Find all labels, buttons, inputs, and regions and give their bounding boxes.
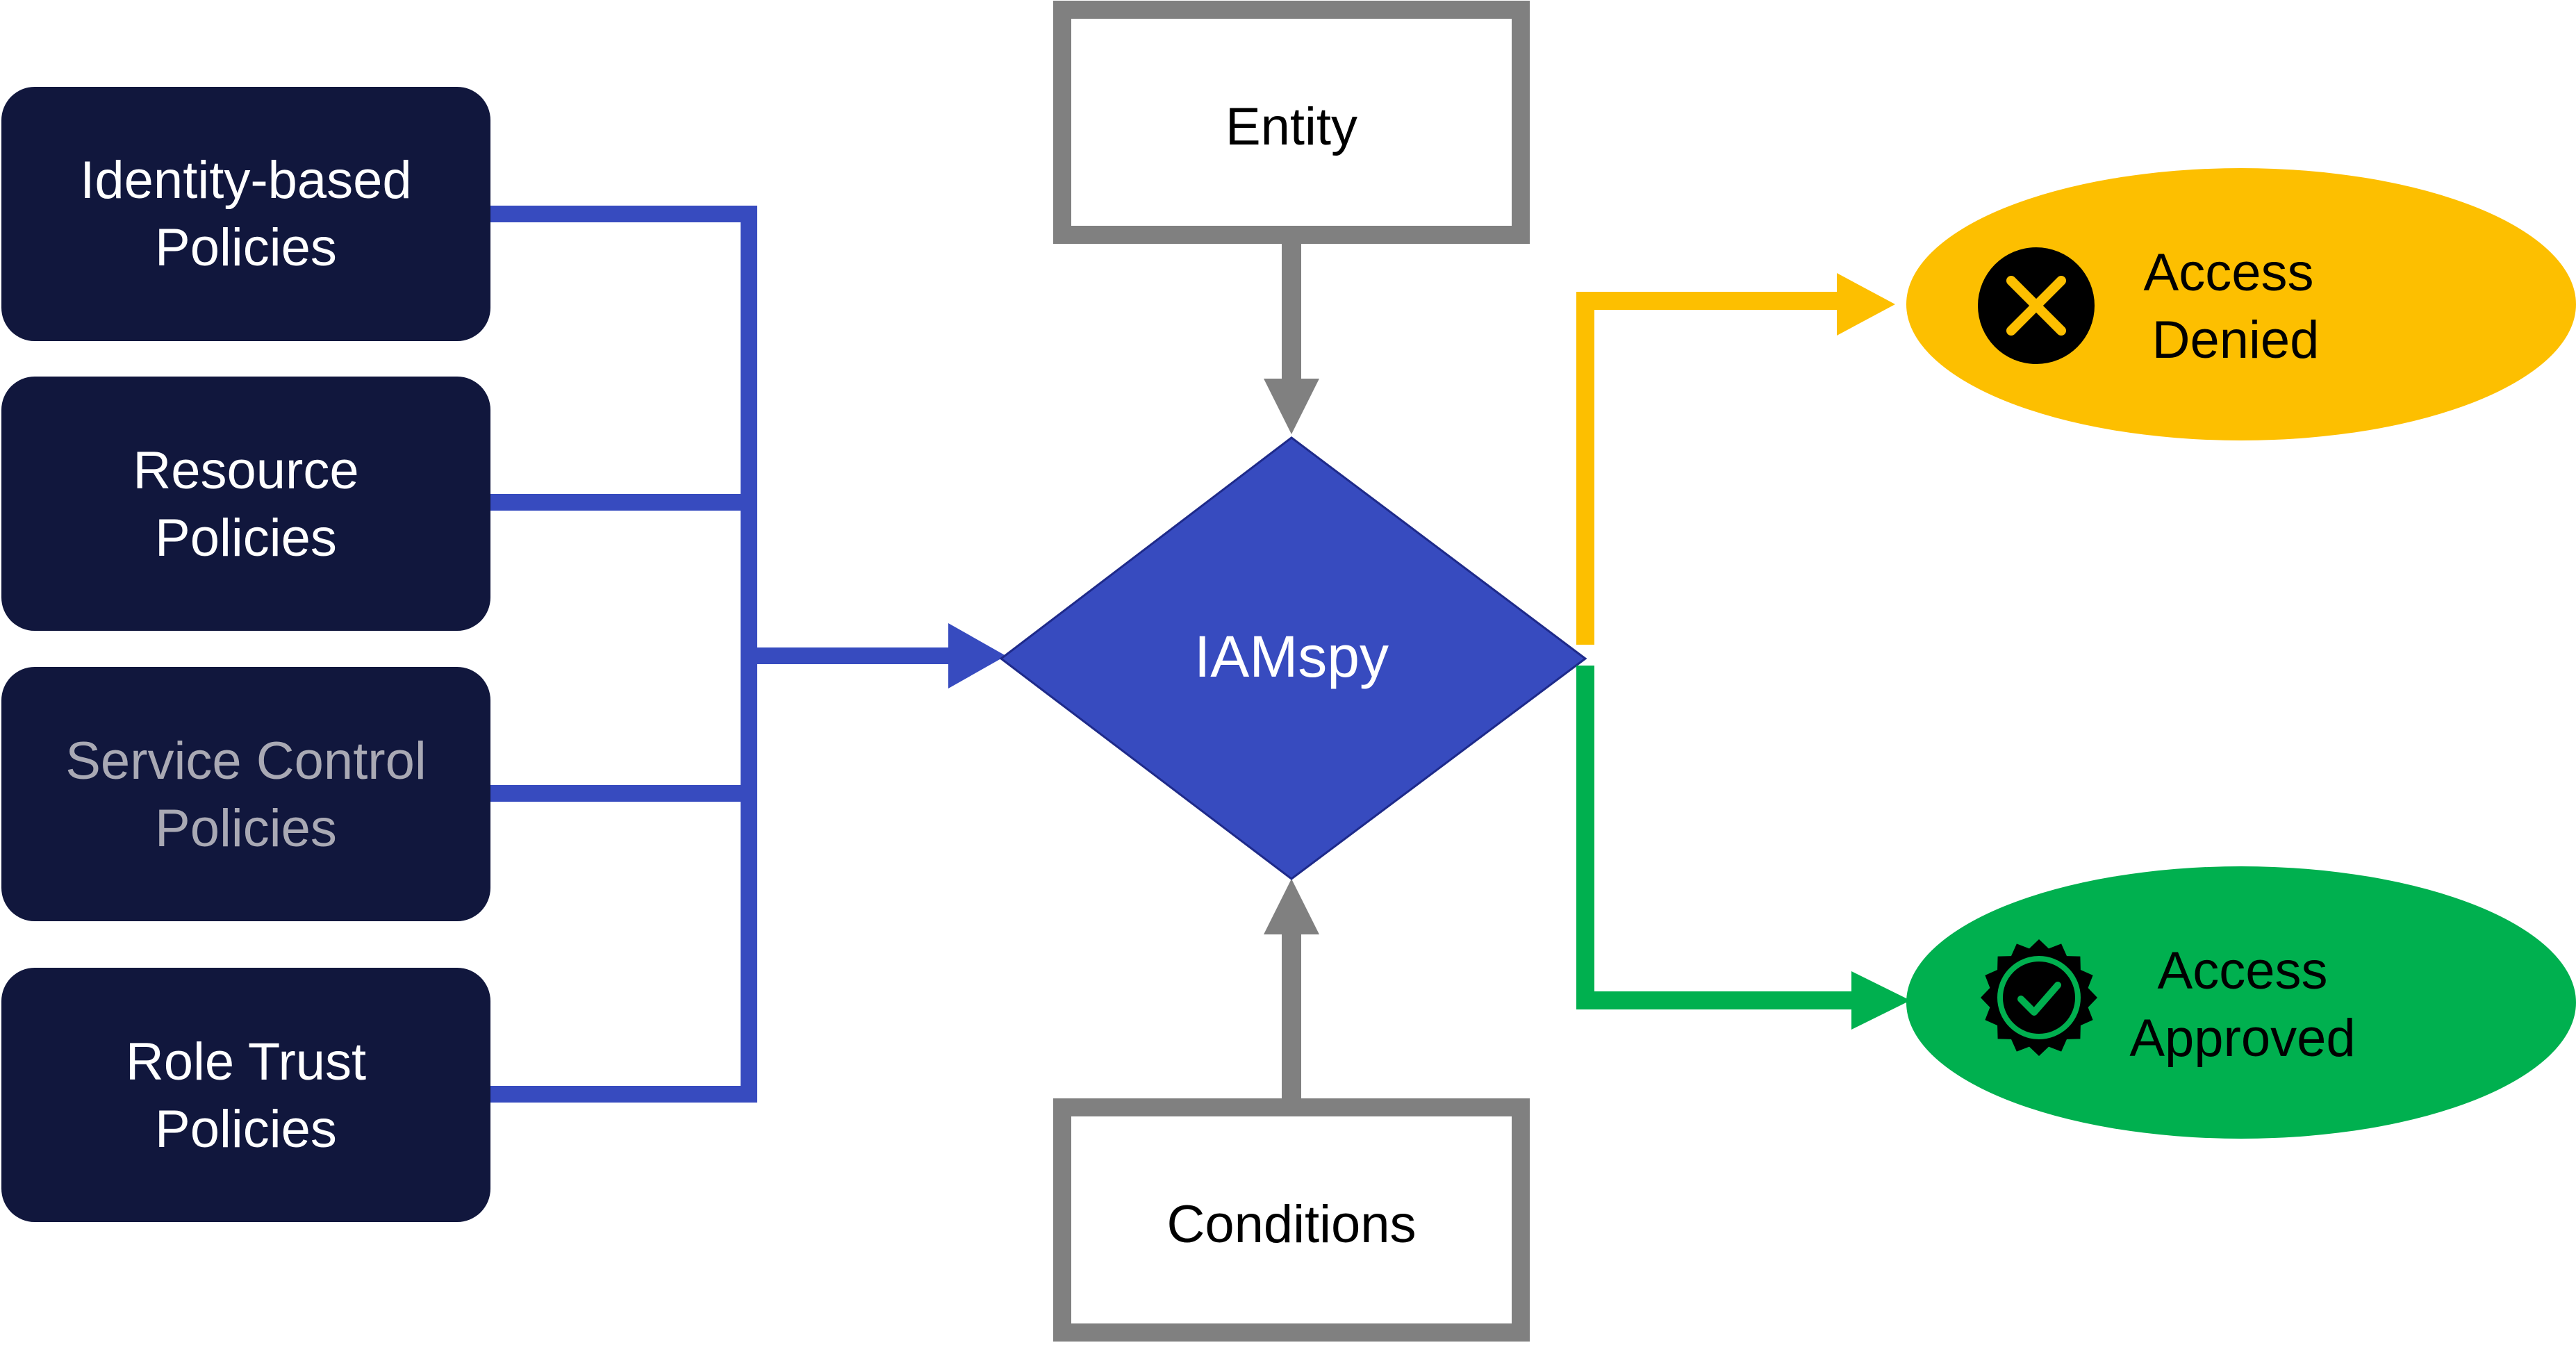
policy-label-line2: Policies [155, 1100, 337, 1159]
approved-arrow-head [1851, 971, 1910, 1030]
policy-label-line2: Policies [155, 799, 337, 858]
iamspy-engine: IAMspy [999, 436, 1587, 880]
entity-arrow-head [1264, 379, 1319, 434]
approved-label-line1: Access [2158, 941, 2328, 1000]
badge-check-icon [1981, 939, 2097, 1056]
policy-label-line2: Policies [155, 218, 337, 277]
engine-label: IAMspy [1194, 624, 1389, 689]
denied-label-line1: Access [2144, 243, 2314, 302]
arrow-head-to-engine [948, 623, 1006, 688]
x-circle-icon [1978, 247, 2095, 364]
policy-label-line1: Resource [133, 441, 358, 500]
conditions-arrow-shaft [1282, 931, 1301, 1098]
entity-label: Entity [1225, 97, 1357, 156]
denied-label-line2: Denied [2152, 311, 2320, 370]
access-approved-outcome: Access Approved [1906, 866, 2576, 1139]
policy-box-resource: Resource Policies [1, 377, 490, 631]
entity-arrow-shaft [1282, 244, 1301, 383]
denied-path [1576, 292, 1848, 645]
policy-label-line1: Role Trust [126, 1032, 366, 1091]
conditions-label: Conditions [1166, 1195, 1416, 1254]
approved-path [1576, 666, 1863, 1009]
policy-label-line2: Policies [155, 509, 337, 568]
approved-label-line2: Approved [2129, 1009, 2355, 1068]
policy-box-identity-based: Identity-based Policies [1, 87, 490, 341]
conditions-box: Conditions [1053, 1098, 1530, 1342]
policy-box-role-trust: Role Trust Policies [1, 968, 490, 1222]
access-denied-outcome: Access Denied [1906, 168, 2576, 440]
denied-arrow-head [1837, 273, 1895, 336]
conditions-arrow-head [1264, 879, 1319, 934]
policy-box-service-control: Service Control Policies [1, 667, 490, 921]
policy-label-line1: Service Control [65, 732, 427, 791]
entity-box: Entity [1053, 1, 1530, 244]
policy-connectors [490, 206, 959, 1103]
policy-label-line1: Identity-based [80, 151, 411, 210]
